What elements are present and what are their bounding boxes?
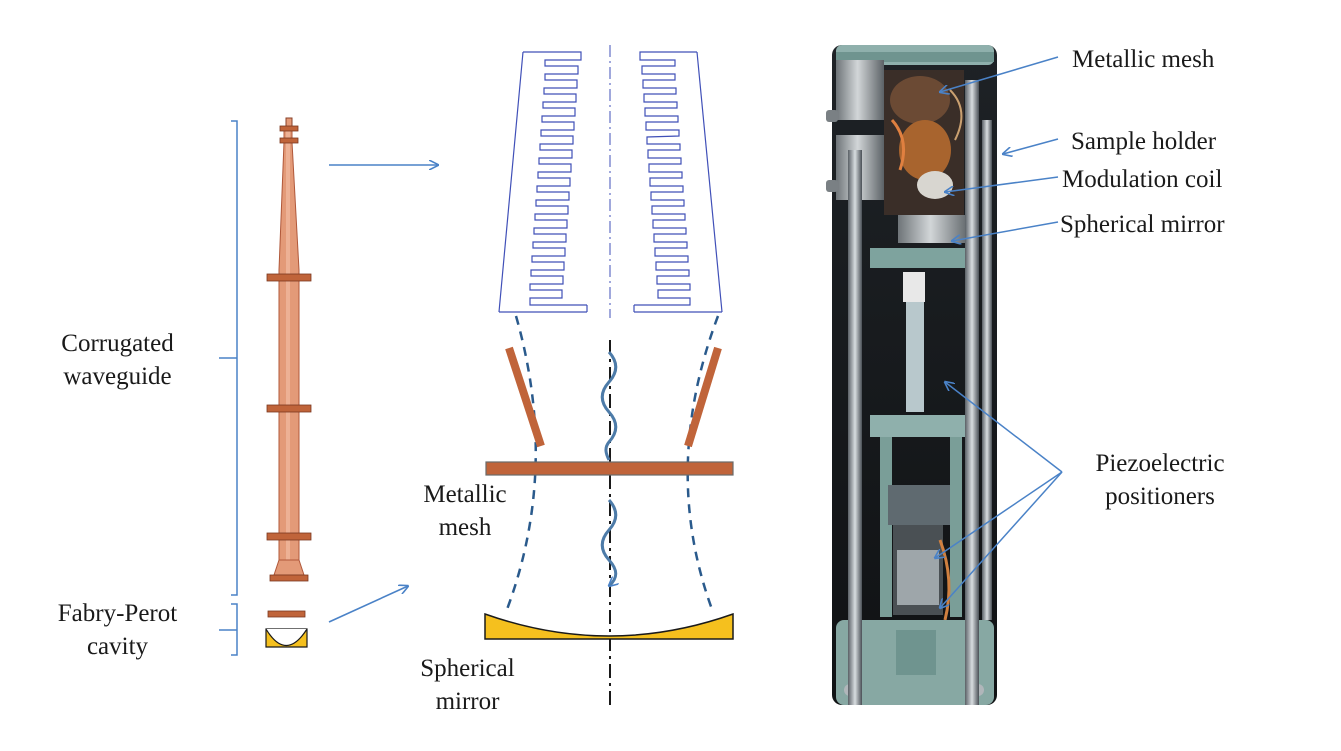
probe-photograph — [826, 45, 997, 705]
fabry-perot-label-line2: cavity — [86, 633, 149, 660]
callout-positioners-line2: positioners — [1105, 483, 1215, 510]
fabry-perot-cavity-drawing — [265, 610, 308, 648]
metallic-mesh-plate — [485, 461, 734, 476]
zoom-arrow-cavity — [328, 586, 408, 623]
fabry-perot-label-line1: Fabry-Perot — [57, 600, 178, 627]
metallic-mesh-label: Metallic mesh — [405, 478, 525, 544]
beam-envelope-right — [686, 315, 720, 613]
callout-sample-holder: Sample holder — [1071, 128, 1217, 155]
wave-lower — [600, 498, 616, 586]
spherical-mirror-shape — [484, 612, 734, 640]
callout-modulation-coil: Modulation coil — [1062, 166, 1223, 193]
metallic-mesh-label-line2: mesh — [438, 514, 492, 541]
fabry-perot-label: Fabry-Perot cavity — [40, 597, 195, 663]
flange-left — [505, 346, 545, 448]
waveguide-label: Corrugated waveguide — [40, 327, 195, 393]
corrugated-waveguide-bracket — [219, 120, 238, 596]
waveguide-label-line1: Corrugated — [61, 330, 174, 357]
callout-positioners-line1: Piezoelectric — [1095, 450, 1225, 477]
flange-right — [684, 346, 722, 448]
spherical-mirror-label-line2: mirror — [435, 688, 500, 715]
spherical-mirror-label-line1: Spherical — [420, 655, 515, 682]
callout-piezoelectric-positioners: Piezoelectric positioners — [1065, 447, 1255, 513]
corrugated-horn-right-outline — [633, 51, 723, 313]
callout-metallic-mesh: Metallic mesh — [1072, 46, 1215, 73]
corrugated-horn-left-outline — [498, 51, 588, 313]
wave-upper — [600, 350, 618, 461]
waveguide-label-line2: waveguide — [63, 363, 172, 390]
spherical-mirror-label: Spherical mirror — [405, 652, 530, 718]
corrugated-waveguide-drawing — [266, 117, 312, 582]
photo-callout-arrows — [935, 56, 1063, 608]
callout-spherical-mirror: Spherical mirror — [1060, 211, 1225, 238]
fabry-perot-bracket — [219, 603, 238, 656]
metallic-mesh-label-line1: Metallic — [423, 481, 507, 508]
